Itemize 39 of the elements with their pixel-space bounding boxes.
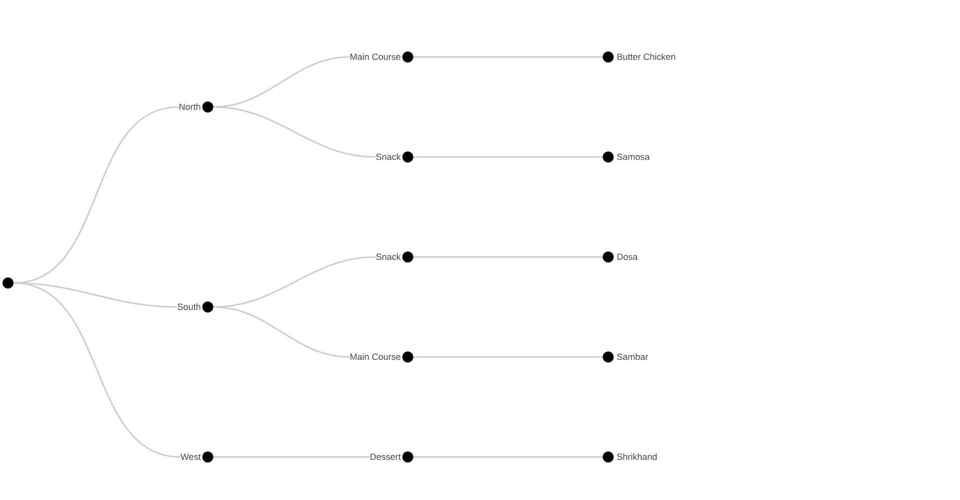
node-label: Snack xyxy=(376,253,401,260)
node-label: Shrikhand xyxy=(617,453,657,460)
tree-branch xyxy=(414,456,602,458)
node-label: Snack xyxy=(376,153,401,160)
tree-node: Dessert xyxy=(370,451,414,462)
tree-node: North xyxy=(180,102,214,112)
tree-node: Main Course xyxy=(350,351,414,362)
tree-branch xyxy=(213,106,376,158)
tree-node: Snack xyxy=(376,251,414,262)
node-label: Main Course xyxy=(350,53,400,60)
tree-node: Sambar xyxy=(602,351,648,362)
tree-node: Snack xyxy=(376,152,414,162)
tree-branch xyxy=(214,456,370,458)
tree-branch xyxy=(213,56,350,108)
tree-branch xyxy=(213,306,350,358)
node-label: Dosa xyxy=(617,254,638,260)
tree-branch xyxy=(213,256,376,308)
tree-node: West xyxy=(180,451,214,462)
tree-node: Main Course xyxy=(350,52,414,62)
tree-branch xyxy=(414,256,602,258)
tree-node: South xyxy=(178,302,214,312)
tree-node: Samosa xyxy=(602,152,650,162)
node-label: South xyxy=(178,303,200,310)
tree-branch xyxy=(414,56,602,58)
node-label: Samosa xyxy=(617,154,650,160)
tree-branch xyxy=(14,106,179,284)
node-label: Sambar xyxy=(617,353,648,360)
tree-node: Dosa xyxy=(602,251,638,262)
tree-branch xyxy=(414,356,602,358)
tree-branch xyxy=(414,156,602,158)
tree-branch xyxy=(14,282,180,458)
node-label: West xyxy=(180,454,201,460)
root-dot xyxy=(2,277,14,288)
node-label: Dessert xyxy=(370,454,401,460)
node-label: Main Course xyxy=(350,353,400,360)
node-label: Butter Chicken xyxy=(617,53,676,60)
tree-node: Butter Chicken xyxy=(602,52,676,62)
tree-node: Shrikhand xyxy=(602,451,657,462)
node-label: North xyxy=(180,103,200,110)
